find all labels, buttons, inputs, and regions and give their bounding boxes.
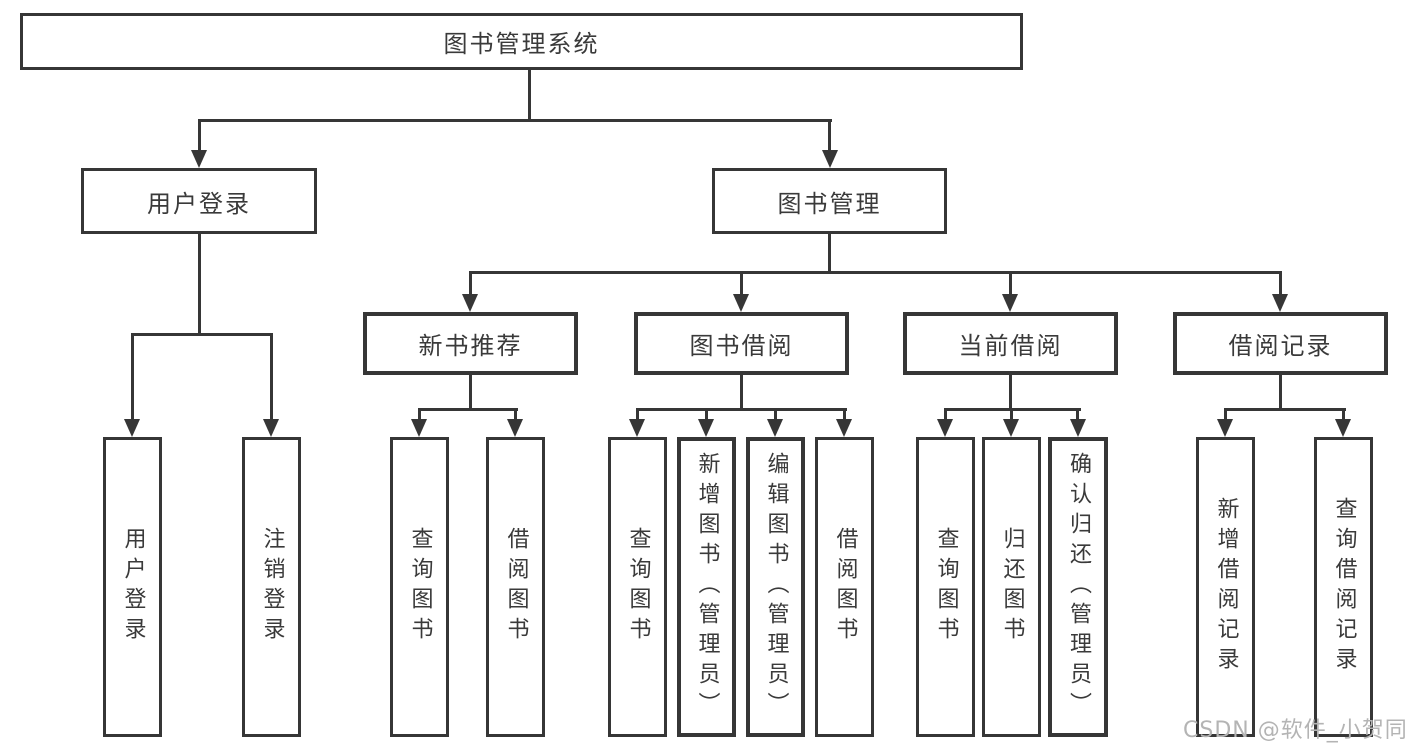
connector-to-leaf-login xyxy=(131,333,134,420)
arrowhead-leaf xyxy=(507,419,523,437)
arrowhead-leaf xyxy=(1003,419,1019,437)
leaf-label: 归还图书 xyxy=(999,527,1025,647)
leaf-edit-book-admin: 编辑图书（管理员） xyxy=(746,437,805,737)
branch-book-borrowing: 图书借阅 xyxy=(634,312,849,375)
connector-to-book-management xyxy=(828,119,831,152)
leaf-logout: 注销登录 xyxy=(242,437,301,737)
arrowhead-new-book xyxy=(462,294,478,312)
branch-book-management: 图书管理 xyxy=(712,168,947,234)
connector-leaf xyxy=(944,408,947,421)
arrowhead-book-management xyxy=(822,150,838,168)
leaf-label: 新增图书（管理员） xyxy=(694,452,720,722)
leaf-label: 查询图书 xyxy=(933,527,959,647)
leaf-confirm-return-admin: 确认归还（管理员） xyxy=(1048,437,1108,737)
leaf-label: 借阅图书 xyxy=(832,527,858,647)
connector-leaf xyxy=(418,408,421,421)
leaf-add-borrow-record: 新增借阅记录 xyxy=(1196,437,1255,737)
leaf-add-book-admin: 新增图书（管理员） xyxy=(677,437,736,737)
leaf-newbook-query-books: 查询图书 xyxy=(390,437,449,737)
connector-root-trunk xyxy=(528,70,531,120)
leaf-label: 用户登录 xyxy=(120,527,146,647)
leaf-current-query-books: 查询图书 xyxy=(916,437,975,737)
arrowhead-leaf xyxy=(629,419,645,437)
leaf-label: 查询图书 xyxy=(625,527,651,647)
connector-root-rail xyxy=(198,119,832,122)
leaf-label: 查询图书 xyxy=(407,527,433,647)
connector-borrow-records-trunk xyxy=(1279,374,1282,410)
arrowhead-borrow-records xyxy=(1272,294,1288,312)
arrowhead-leaf xyxy=(1070,419,1086,437)
arrowhead-leaf xyxy=(937,419,953,437)
arrowhead-leaf xyxy=(836,419,852,437)
leaf-label: 新增借阅记录 xyxy=(1213,497,1239,677)
connector-book-borrow-trunk xyxy=(740,374,743,410)
arrowhead-leaf xyxy=(411,419,427,437)
arrowhead-leaf xyxy=(698,419,714,437)
leaf-user-login: 用户登录 xyxy=(103,437,162,737)
arrowhead-leaf xyxy=(1217,419,1233,437)
connector-leaf xyxy=(843,408,846,421)
connector-leaf xyxy=(1224,408,1227,421)
arrowhead-current-borrow xyxy=(1002,294,1018,312)
csdn-watermark: CSDN @软件_小贺同学 xyxy=(1183,718,1405,743)
connector-new-book-trunk xyxy=(469,374,472,410)
connector-leaf xyxy=(1010,408,1013,421)
connector-leaf xyxy=(774,408,777,421)
arrowhead-leaf xyxy=(1335,419,1351,437)
branch-current-borrowing: 当前借阅 xyxy=(903,312,1118,375)
connector-to-leaf-logout xyxy=(270,333,273,420)
connector-user-login-rail xyxy=(131,333,273,336)
connector-to-user-login xyxy=(198,119,201,152)
connector-new-book-rail xyxy=(418,408,518,411)
connector-borrow-records-rail xyxy=(1224,408,1346,411)
connector-to-borrow-records xyxy=(1279,271,1282,295)
leaf-borrowing-query-books: 查询图书 xyxy=(608,437,667,737)
connector-book-mgmt-rail xyxy=(469,271,1282,274)
leaf-label: 确认归还（管理员） xyxy=(1066,452,1091,722)
leaf-borrowing-borrow-books: 借阅图书 xyxy=(815,437,874,737)
leaf-label: 借阅图书 xyxy=(503,527,529,647)
branch-user-login: 用户登录 xyxy=(81,168,317,234)
connector-to-new-book xyxy=(469,271,472,295)
connector-book-borrow-rail xyxy=(636,408,847,411)
arrowhead-book-borrow xyxy=(733,294,749,312)
connector-current-borrow-trunk xyxy=(1009,374,1012,410)
connector-leaf xyxy=(705,408,708,421)
branch-borrowing-records: 借阅记录 xyxy=(1173,312,1388,375)
connector-leaf xyxy=(636,408,639,421)
leaf-newbook-borrow-books: 借阅图书 xyxy=(486,437,545,737)
root-node-library-system: 图书管理系统 xyxy=(20,13,1023,70)
connector-to-current-borrow xyxy=(1009,271,1012,295)
leaf-label: 注销登录 xyxy=(259,527,285,647)
branch-new-book-recommend: 新书推荐 xyxy=(363,312,578,375)
leaf-return-books: 归还图书 xyxy=(982,437,1041,737)
arrowhead-leaf-logout xyxy=(263,419,279,437)
arrowhead-leaf-login xyxy=(124,419,140,437)
leaf-query-borrow-record: 查询借阅记录 xyxy=(1314,437,1373,737)
arrowhead-leaf xyxy=(767,419,783,437)
connector-book-mgmt-trunk xyxy=(828,234,831,273)
leaf-label: 编辑图书（管理员） xyxy=(763,452,789,722)
connector-user-login-trunk xyxy=(198,233,201,334)
connector-leaf xyxy=(514,408,517,421)
arrowhead-user-login xyxy=(191,150,207,168)
connector-to-book-borrow xyxy=(740,271,743,295)
leaf-label: 查询借阅记录 xyxy=(1331,497,1357,677)
connector-leaf xyxy=(1076,408,1079,421)
connector-leaf xyxy=(1342,408,1345,421)
